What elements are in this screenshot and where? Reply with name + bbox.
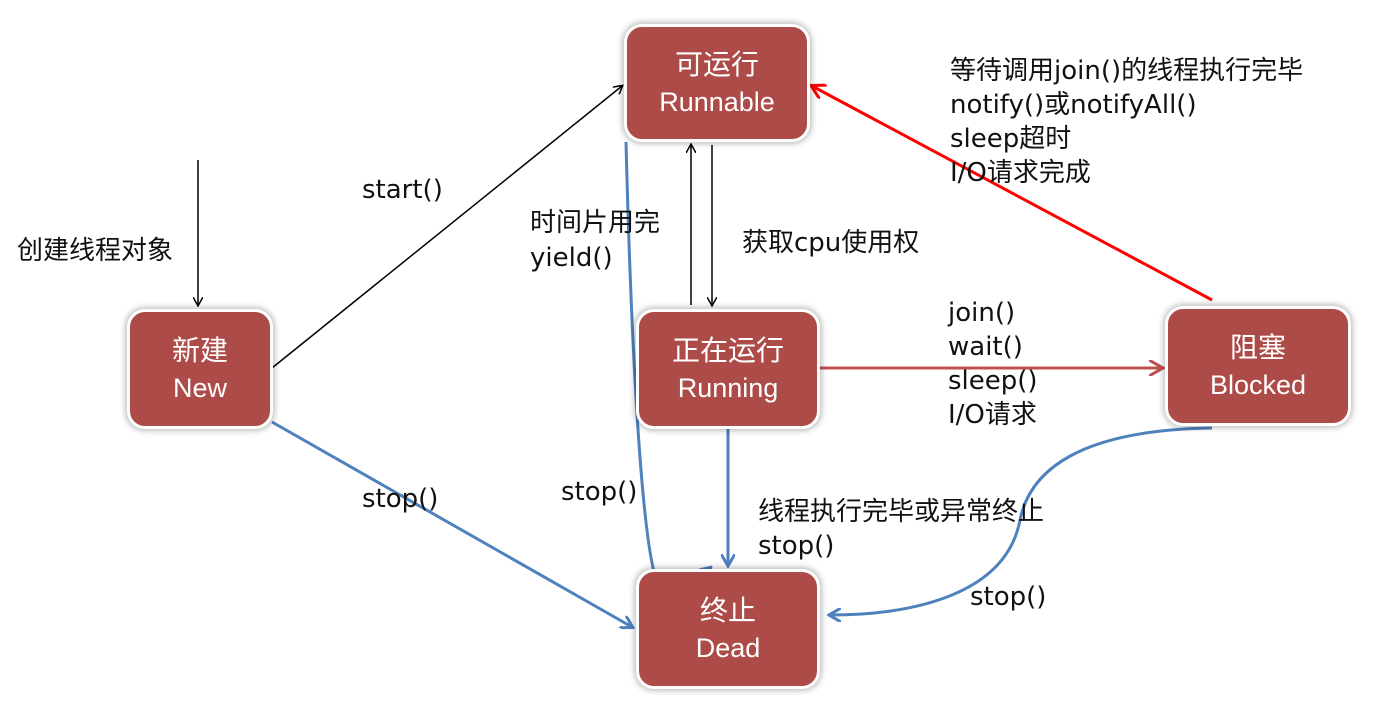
state-blocked: 阻塞 Blocked [1165,306,1351,426]
state-dead: 终止 Dead [636,569,820,689]
label-stop-new: stop() [362,484,439,514]
label-finish: 线程执行完毕或异常终止 stop() [758,495,1044,563]
state-cn: 阻塞 [1229,331,1286,364]
label-stop-blocked: stop() [970,582,1047,612]
wake-line: I/O请求完成 [950,158,1091,188]
state-cn: 正在运行 [671,334,784,367]
label-wake: 等待调用join()的线程执行完毕 notify()或notifyAll() s… [950,54,1303,190]
wake-line: notify()或notifyAll() [950,90,1197,120]
block-line: sleep() [948,366,1038,396]
state-runnable: 可运行 Runnable [624,24,810,142]
start-arrow [271,86,622,369]
label-block: join() wait() sleep() I/O请求 [948,296,1038,432]
wake-arrow [812,86,1213,302]
state-en: New [172,373,227,403]
state-cn: 新建 [171,334,228,367]
state-en: Blocked [1209,370,1307,400]
state-en: Dead [695,633,761,663]
wake-line: sleep超时 [950,124,1072,154]
finish-line: stop() [758,531,835,561]
wake-line: 等待调用join()的线程执行完毕 [950,56,1304,86]
state-cn: 终止 [699,594,756,627]
label-create: 创建线程对象 [17,236,174,266]
stop-blocked-arrow [830,426,1213,615]
block-line: I/O请求 [948,400,1037,430]
state-new: 新建 New [127,309,273,429]
state-cn: 可运行 [674,48,759,81]
label-get-cpu: 获取cpu使用权 [742,228,920,258]
label-timeslice: 时间片用完 [530,208,661,238]
label-stop-runnable: stop() [561,477,638,507]
block-line: join() [948,298,1016,328]
label-start: start() [362,175,443,205]
state-running: 正在运行 Running [636,309,820,429]
label-yield: yield() [530,243,613,273]
block-line: wait() [948,332,1023,362]
state-en: Running [677,373,779,403]
state-en: Runnable [659,87,775,117]
finish-line: 线程执行完毕或异常终止 [758,497,1045,527]
stop-new-arrow [271,420,632,627]
